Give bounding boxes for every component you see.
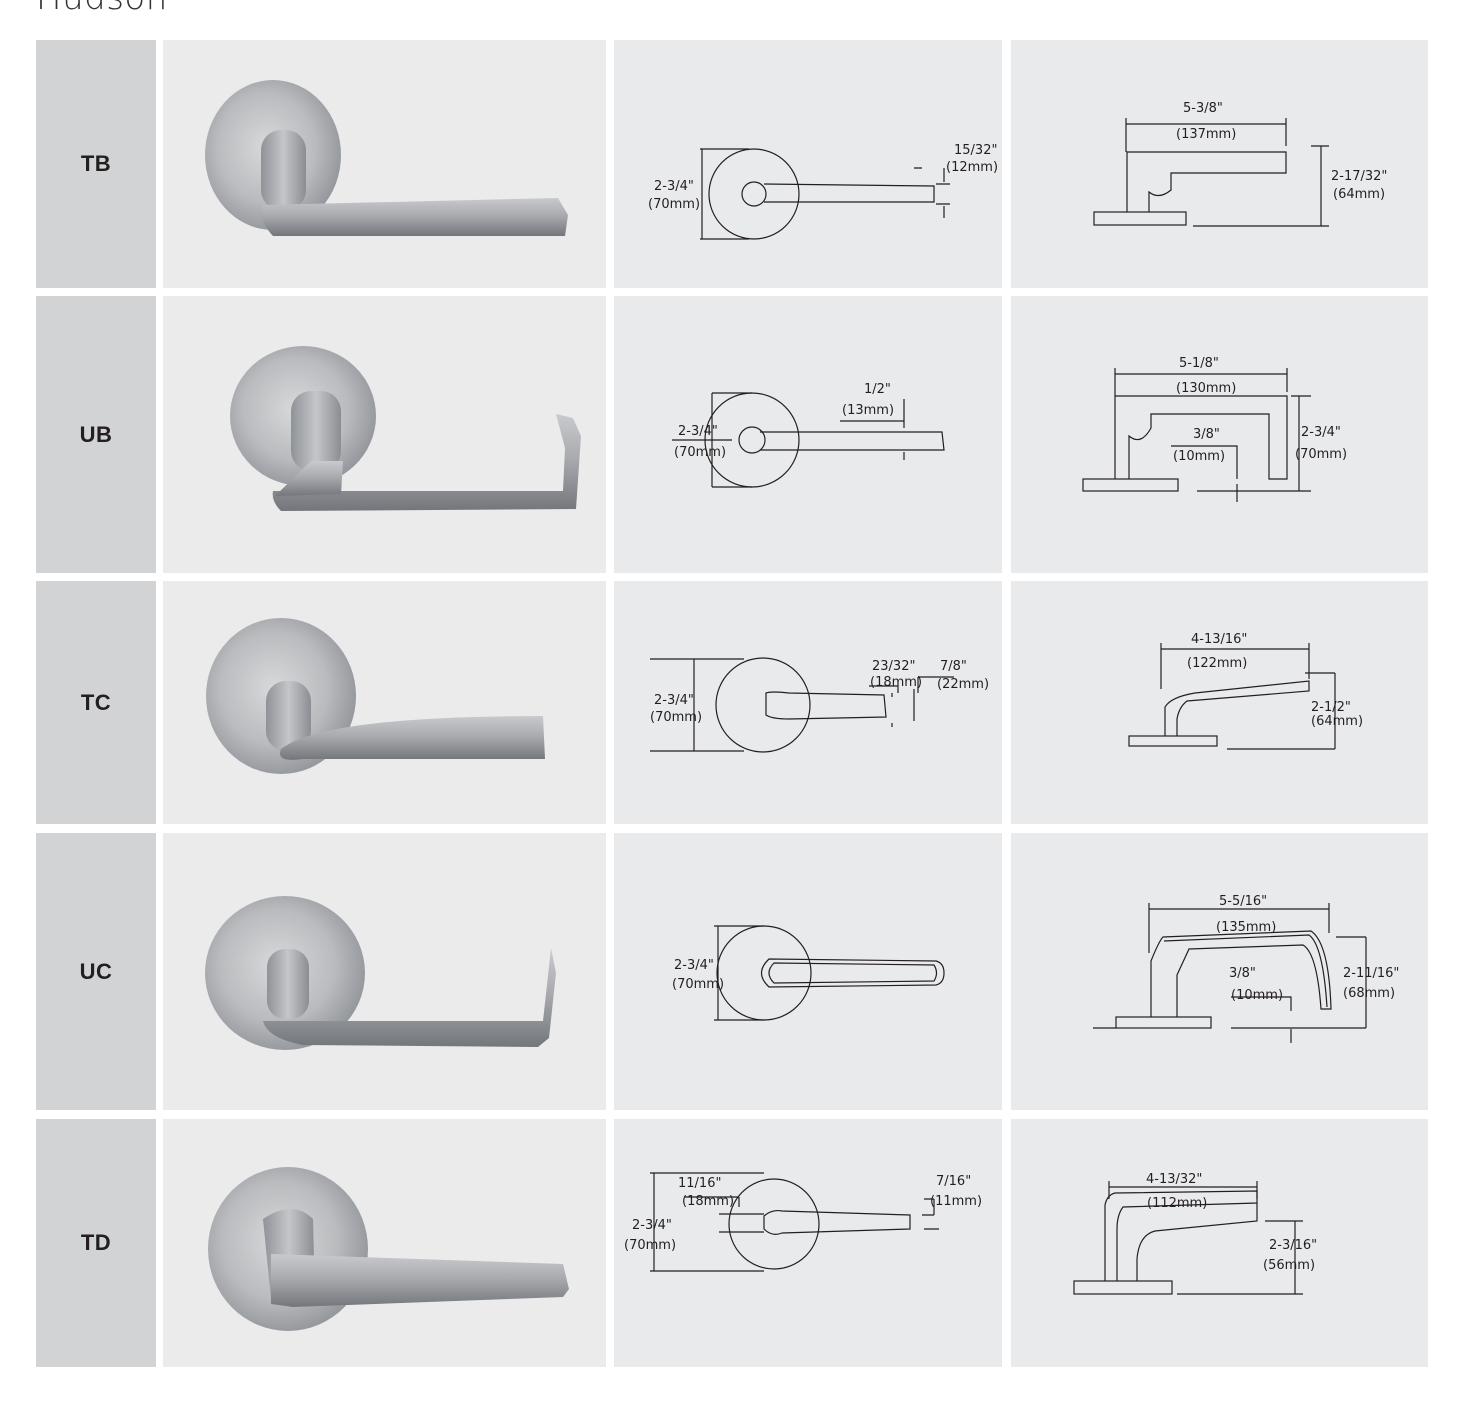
lever-photo — [163, 1119, 606, 1367]
lever-photo — [163, 833, 606, 1110]
lever-photo — [163, 40, 606, 288]
rose-size-inch: 2-3/4" — [678, 424, 718, 439]
side-view-diagram: 5-1/8" (130mm) 3/8" (10mm) 2-3/4" (70mm) — [1011, 296, 1428, 573]
model-code: TC — [80, 689, 112, 715]
model-code: UC — [79, 958, 113, 984]
return-mm: (10mm) — [1231, 988, 1283, 1003]
rose-size-inch: 2-3/4" — [674, 958, 714, 973]
tip-width-inch: 7/16" — [936, 1174, 971, 1189]
lever-length-mm: (130mm) — [1176, 381, 1236, 396]
lever-length-mm: (135mm) — [1216, 920, 1276, 935]
model-label-cell: UC — [36, 833, 156, 1110]
lever-width-inch: 23/32" — [872, 659, 915, 674]
side-view-diagram: 4-13/16" (122mm) 2-1/2" (64mm) — [1011, 581, 1428, 824]
model-label-cell: TB — [36, 40, 156, 288]
model-code: TD — [80, 1230, 112, 1255]
page-title: Hudson — [36, 0, 168, 18]
model-label-cell: TC — [36, 581, 156, 824]
lever-width-mm: (13mm) — [842, 403, 894, 418]
table-row: UB 2-3/4" (70mm) 1/2" (13mm) — [36, 296, 1428, 573]
lever-width-inch: 1/2" — [864, 382, 891, 397]
lever-length-inch: 5-5/16" — [1219, 894, 1267, 909]
side-view-diagram: 4-13/32" (112mm) 2-3/16" (56mm) — [1011, 1119, 1428, 1367]
projection-inch: 2-1/2" — [1311, 700, 1351, 715]
lever-length-inch: 4-13/32" — [1146, 1172, 1202, 1187]
projection-inch: 2-3/16" — [1269, 1238, 1317, 1253]
table-row: UC 2-3/4" (70mm) — [36, 833, 1428, 1110]
rose-size-inch: 2-3/4" — [654, 693, 694, 708]
rose-size-mm: (70mm) — [674, 445, 726, 460]
tip-width-mm: (11mm) — [930, 1194, 982, 1209]
lever-width-mm: (12mm) — [946, 160, 998, 175]
front-view-diagram: 2-3/4" (70mm) 15/32" (12mm) — [614, 40, 1002, 288]
lever-length-inch: 5-3/8" — [1183, 101, 1223, 116]
model-code: TB — [80, 151, 112, 176]
lever-width-mm: (18mm) — [682, 1194, 734, 1209]
lever-width-mm: (18mm) — [870, 675, 922, 690]
rose-size-mm: (70mm) — [672, 977, 724, 992]
table-row: TC 2-3/4" (70mm) 23/32" (18mm) 7/8" (22m… — [36, 581, 1428, 824]
projection-inch: 2-17/32" — [1331, 169, 1387, 184]
lever-photo — [163, 581, 606, 824]
front-view-diagram: 2-3/4" (70mm) — [614, 833, 1002, 1110]
return-mm: (10mm) — [1173, 449, 1225, 464]
tip-width-mm: (22mm) — [937, 677, 989, 692]
lever-length-inch: 5-1/8" — [1179, 356, 1219, 371]
lever-length-mm: (122mm) — [1187, 656, 1247, 671]
table-row: TD 11/16" (18mm) 2-3/4" (70mm) 7/16" (11… — [36, 1119, 1428, 1367]
table-row: TB 2-3/4" (70mm) 15/32" (12mm) — [36, 40, 1428, 288]
projection-inch: 2-3/4" — [1301, 425, 1341, 440]
rose-size-mm: (70mm) — [650, 710, 702, 725]
model-code: UB — [79, 421, 113, 447]
projection-mm: (64mm) — [1311, 714, 1363, 729]
projection-mm: (68mm) — [1343, 986, 1395, 1001]
front-view-diagram: 2-3/4" (70mm) 1/2" (13mm) — [614, 296, 1002, 573]
lever-length-mm: (112mm) — [1147, 1196, 1207, 1211]
projection-inch: 2-11/16" — [1343, 966, 1399, 981]
rose-size-mm: (70mm) — [624, 1238, 676, 1253]
lever-length-inch: 4-13/16" — [1191, 632, 1247, 647]
rose-size-mm: (70mm) — [648, 197, 700, 212]
front-view-diagram: 11/16" (18mm) 2-3/4" (70mm) 7/16" (11mm) — [614, 1119, 1002, 1367]
lever-photo — [163, 296, 606, 573]
return-inch: 3/8" — [1229, 966, 1256, 981]
return-inch: 3/8" — [1193, 427, 1220, 442]
side-view-diagram: 5-3/8" (137mm) 2-17/32" (64mm) — [1011, 40, 1428, 288]
rose-size-inch: 2-3/4" — [654, 179, 694, 194]
model-label-cell: TD — [36, 1119, 156, 1367]
lever-length-mm: (137mm) — [1176, 127, 1236, 142]
projection-mm: (64mm) — [1333, 187, 1385, 202]
front-view-diagram: 2-3/4" (70mm) 23/32" (18mm) 7/8" (22mm) — [614, 581, 1002, 824]
lever-width-inch: 11/16" — [678, 1176, 721, 1191]
model-label-cell: UB — [36, 296, 156, 573]
lever-width-inch: 15/32" — [954, 143, 997, 158]
rose-size-inch: 2-3/4" — [632, 1218, 672, 1233]
tip-width-inch: 7/8" — [940, 659, 967, 674]
projection-mm: (56mm) — [1263, 1258, 1315, 1273]
projection-mm: (70mm) — [1295, 447, 1347, 462]
side-view-diagram: 5-5/16" (135mm) 3/8" (10mm) 2-11/16" (68… — [1011, 833, 1428, 1110]
